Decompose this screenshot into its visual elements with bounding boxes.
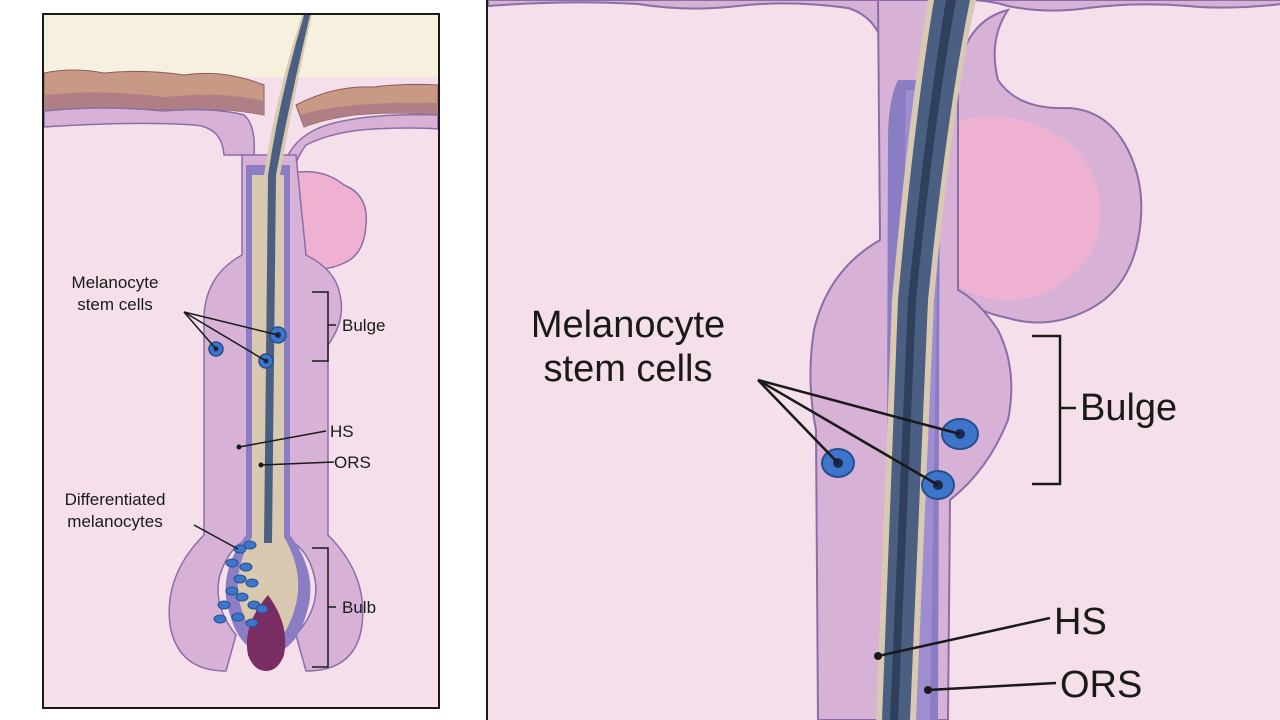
bulge-label: Bulge (1080, 387, 1177, 429)
bulge-bracket (1032, 334, 1076, 486)
bulge-zoom-illustration: Melanocyte stem cells Bulge HS ORS (488, 0, 1280, 720)
differentiated-label-line1: Differentiated (65, 490, 166, 509)
melanocyte-label-line1: Melanocyte (72, 273, 159, 292)
melanocyte-label-line1: Melanocyte (531, 304, 725, 346)
hair-shaft (264, 15, 310, 543)
follicle-overview-illustration: Melanocyte stem cells Bulge HS ORS Diffe… (44, 15, 438, 672)
bulb-bracket (312, 547, 336, 668)
melanocyte-label-line2: stem cells (77, 295, 153, 314)
dermal-papilla (246, 595, 286, 671)
ors-label: ORS (334, 453, 371, 472)
leader-lines (757, 378, 1057, 692)
skin-layer-left (44, 107, 256, 156)
sebaceous-gland (958, 116, 1101, 301)
differentiated-label-line2: melanocytes (67, 512, 162, 531)
hs-label: HS (1054, 601, 1107, 643)
epidermis-basal-right (300, 102, 438, 127)
hs-label: HS (330, 422, 354, 441)
bulge-zoom-panel: Melanocyte stem cells Bulge HS ORS (486, 0, 1280, 720)
leader-lines (183, 311, 335, 550)
bulge-label: Bulge (342, 316, 385, 335)
melanocyte-label-line2: stem cells (544, 348, 713, 390)
hair-shaft-medulla (890, 0, 956, 720)
ors-label: ORS (1060, 664, 1142, 706)
differentiated-melanocytes (213, 540, 269, 628)
skin-surface-background (44, 15, 438, 77)
bulge-bracket (312, 291, 336, 362)
follicle-overview-panel: Melanocyte stem cells Bulge HS ORS Diffe… (42, 13, 440, 709)
bulb-label: Bulb (342, 598, 376, 617)
